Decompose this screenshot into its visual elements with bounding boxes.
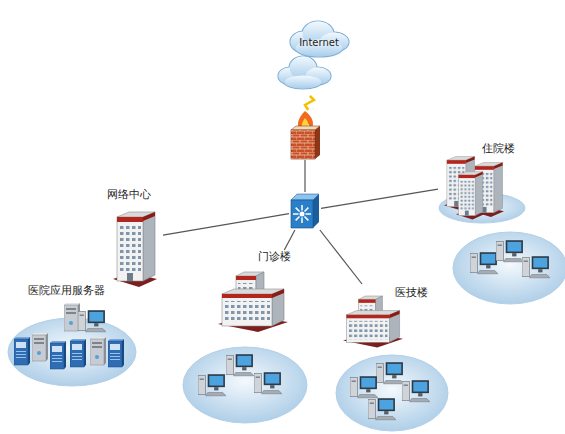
server-icon — [50, 341, 66, 369]
server-icon — [14, 337, 30, 365]
building-node: 网络中心 — [105, 188, 163, 292]
node-label: Internet — [290, 36, 348, 49]
switch-arrow — [301, 218, 303, 224]
internet-cloud-outline — [276, 14, 354, 96]
computer-group-pad — [183, 347, 307, 423]
building-node-outline — [216, 250, 306, 338]
inpatient-computers — [453, 232, 565, 304]
computer-group-pad — [453, 232, 565, 304]
server-icon — [90, 337, 106, 365]
server-icon — [108, 339, 124, 367]
cloud-shape — [278, 56, 331, 89]
network-link — [321, 189, 438, 208]
cloud-puff — [285, 76, 322, 89]
pc-icon — [350, 376, 378, 398]
switch-arrow — [301, 205, 303, 211]
network-link — [163, 214, 289, 235]
cloud-shape — [290, 21, 349, 57]
server-icon — [70, 339, 86, 367]
internet-cloud: Internet — [276, 14, 354, 96]
node-label: 网络中心 — [107, 188, 151, 201]
server-group: 医院应用服务器 — [6, 284, 142, 388]
network-link — [320, 230, 362, 284]
switch-arrow — [304, 216, 308, 220]
pc-icon — [522, 256, 550, 278]
switch-hub — [300, 212, 305, 217]
building-icon — [218, 272, 288, 332]
switch-arrow — [296, 208, 300, 212]
switch-arrow — [306, 213, 312, 215]
clinic-computers — [183, 347, 307, 423]
network-link — [304, 160, 305, 192]
switch-arrow — [293, 213, 299, 215]
building-node: 住院楼 — [438, 140, 526, 224]
pc-icon — [470, 252, 498, 274]
building-icon — [113, 212, 157, 287]
server-icon — [32, 333, 48, 361]
core-switch — [289, 192, 321, 230]
building-icon — [456, 172, 484, 220]
node-label: 住院楼 — [482, 142, 515, 155]
pc-icon — [496, 240, 524, 262]
building-node: 医技楼 — [343, 284, 431, 348]
pc-icon — [402, 380, 430, 402]
building-node-outline — [105, 188, 163, 292]
node-label: 医技楼 — [395, 286, 428, 299]
firewall — [288, 110, 322, 160]
building-icon — [343, 296, 403, 347]
switch-body — [291, 200, 313, 228]
node-label: 门诊楼 — [258, 250, 291, 263]
pc-icon — [226, 354, 254, 376]
pc-icon — [198, 374, 226, 396]
pc-icon — [376, 362, 404, 384]
wall-side — [315, 126, 320, 159]
medtech-computers — [336, 355, 448, 431]
firewall-outline — [288, 110, 322, 160]
core-switch-outline — [289, 192, 321, 230]
brick-lines — [291, 130, 315, 159]
wan-link-bolt — [305, 96, 314, 110]
pc-icon — [368, 398, 396, 420]
building-node: 门诊楼 — [216, 250, 306, 338]
computer-group-pad — [336, 355, 448, 431]
network-link — [284, 230, 295, 250]
pc-icon — [254, 372, 282, 394]
switch-arrow — [304, 208, 308, 212]
node-label: 医院应用服务器 — [28, 284, 105, 297]
wall-top — [291, 126, 320, 130]
switch-side — [313, 194, 319, 228]
switch-arrow — [296, 216, 300, 220]
brick-wall — [291, 130, 315, 159]
server-icon — [64, 303, 80, 331]
server-group-outline — [6, 284, 142, 388]
pc-icon — [78, 310, 106, 332]
